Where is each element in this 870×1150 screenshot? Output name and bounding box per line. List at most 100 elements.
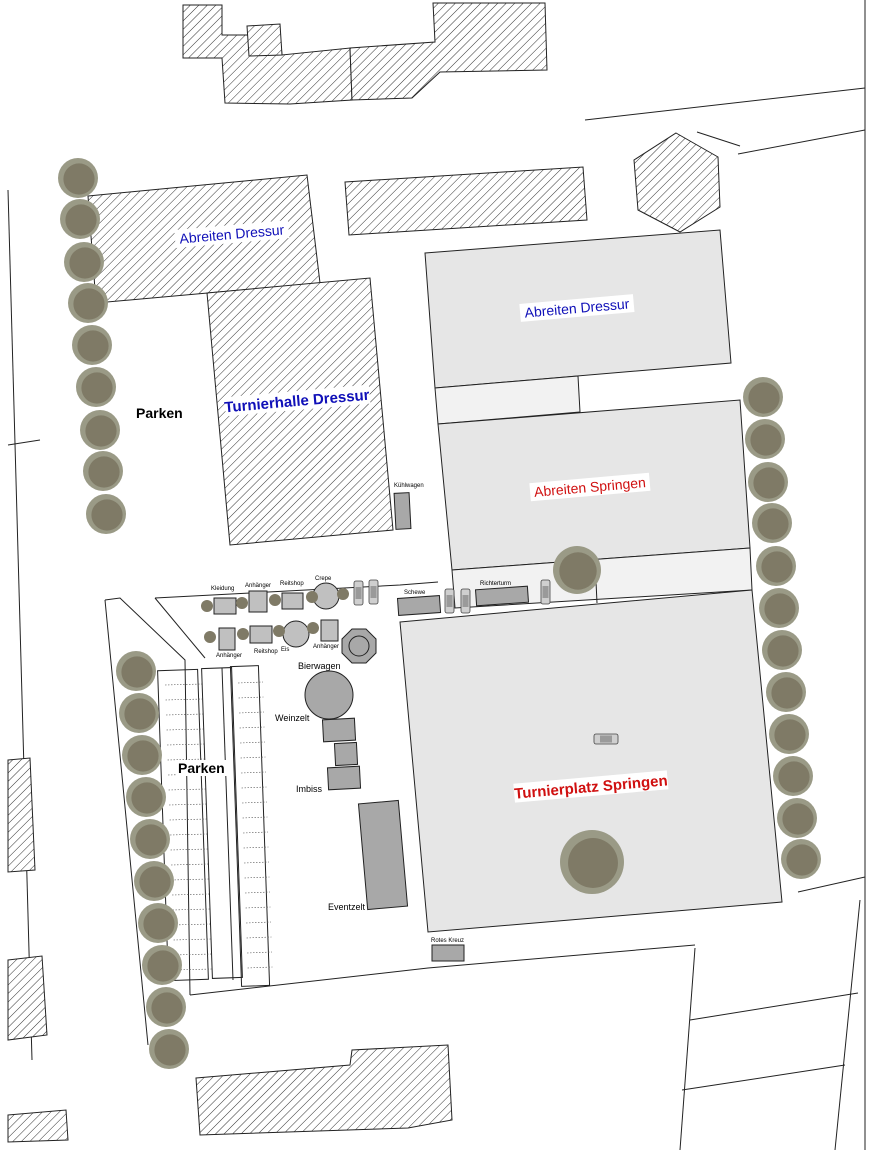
stall-imbiss [326, 765, 362, 791]
parking-stall-line [243, 861, 270, 864]
parking-stall-line [169, 818, 207, 821]
tree-icon [762, 630, 802, 670]
stall-eventzelt [357, 799, 409, 911]
tree-icon [752, 503, 792, 543]
label-eis: Eis [281, 647, 289, 653]
building-left-1 [7, 757, 36, 873]
tree-icon [60, 199, 100, 239]
label-anhaenger-3: Anhänger [313, 644, 339, 650]
parking-stall-line [241, 786, 267, 789]
tree-icon [134, 861, 174, 901]
label-crepe: Crepe [315, 576, 332, 582]
stall-weinzelt-2 [333, 741, 359, 767]
parking-stall-line [244, 891, 271, 894]
building-top-right [349, 2, 548, 101]
parking-stall-line [166, 743, 205, 746]
tree-icon [743, 377, 783, 417]
car-icon [540, 579, 551, 605]
parking-stall-line [167, 758, 205, 761]
stall-anhaenger-2 [218, 627, 236, 651]
parking-stall-line [170, 848, 208, 851]
tree-icon [58, 158, 98, 198]
building-left-3 [7, 1109, 69, 1143]
road-lines [7, 0, 866, 1150]
stall-kuehlwagen [393, 492, 412, 530]
parking-stall-line [241, 801, 268, 804]
parking-stall-line [169, 833, 208, 836]
tree-icon [116, 651, 156, 691]
tree-icon [83, 451, 123, 491]
tree-icon [306, 591, 318, 603]
parking-stall-line [171, 878, 209, 881]
parking-stall-line [240, 771, 267, 774]
parking-stall-line [170, 863, 209, 866]
car-icon [444, 588, 455, 614]
parking-stall-line [173, 953, 212, 956]
stalls [213, 492, 530, 962]
building-bottom [195, 1044, 453, 1136]
label-schewe: Schewe [404, 590, 426, 596]
stall-rotes-kreuz [431, 944, 465, 962]
parking-stall-line [164, 683, 203, 686]
stall-weinzelt-1 [321, 717, 357, 743]
parking-stall-line [246, 951, 273, 954]
parking-stall-line [246, 936, 272, 939]
stall-reitshop-1 [281, 592, 304, 610]
stall-bierwagen [304, 670, 354, 720]
parking-stall-line [242, 816, 268, 819]
tree-icon [553, 546, 601, 594]
stall-richterturm [474, 585, 530, 607]
label-kuehlwagen: Kühlwagen [394, 483, 424, 489]
tree-icon [86, 494, 126, 534]
building-turnierhalle [206, 277, 394, 546]
tree-icon [80, 410, 120, 450]
tree-icon [149, 1029, 189, 1069]
tree-icon [756, 546, 796, 586]
parking-stall-line [165, 698, 203, 701]
car-icon [368, 579, 379, 605]
tree-icon [76, 367, 116, 407]
octagon-pavilion-icon [341, 628, 377, 664]
tree-icon [307, 622, 319, 634]
label-rotes-kreuz: Rotes Kreuz [431, 938, 464, 944]
cars [353, 579, 619, 745]
label-anhaenger-2: Anhänger [216, 653, 242, 659]
parking-stall-line [168, 788, 206, 791]
tree-icon [68, 283, 108, 323]
arena-turnierplatz-springen [399, 589, 783, 933]
parking-stall-line [239, 726, 265, 729]
parking-stall-line [240, 756, 266, 759]
vendor-area [104, 581, 696, 1046]
car-icon [593, 733, 619, 745]
parking-stall-line [244, 876, 270, 879]
parking-stall-line [173, 938, 211, 941]
parking-stall-line [238, 711, 265, 714]
parking-stripes [164, 681, 273, 971]
tree-icon [781, 839, 821, 879]
tree-icon [773, 756, 813, 796]
tree-icon [72, 325, 112, 365]
tree-icon [142, 945, 182, 985]
building-hexagon [633, 132, 721, 233]
stall-schewe [396, 595, 442, 616]
trees [58, 158, 821, 1069]
tree-icon [237, 628, 249, 640]
parking-stall-line [165, 713, 204, 716]
tree-icon [146, 987, 186, 1027]
parking-stall-line [247, 966, 273, 969]
stall-reitshop-2 [249, 625, 273, 644]
buildings [7, 2, 721, 1143]
tree-icon [64, 242, 104, 282]
parking-stall-line [242, 831, 269, 834]
tree-icon [119, 693, 159, 733]
car-icon [353, 580, 364, 606]
tree-icon [204, 631, 216, 643]
tree-icon [337, 588, 349, 600]
tree-icon [126, 777, 166, 817]
car-icon [460, 588, 471, 614]
label-weinzelt: Weinzelt [275, 713, 310, 723]
tree-icon [122, 735, 162, 775]
tree-icon [269, 594, 281, 606]
tree-icon [201, 600, 213, 612]
